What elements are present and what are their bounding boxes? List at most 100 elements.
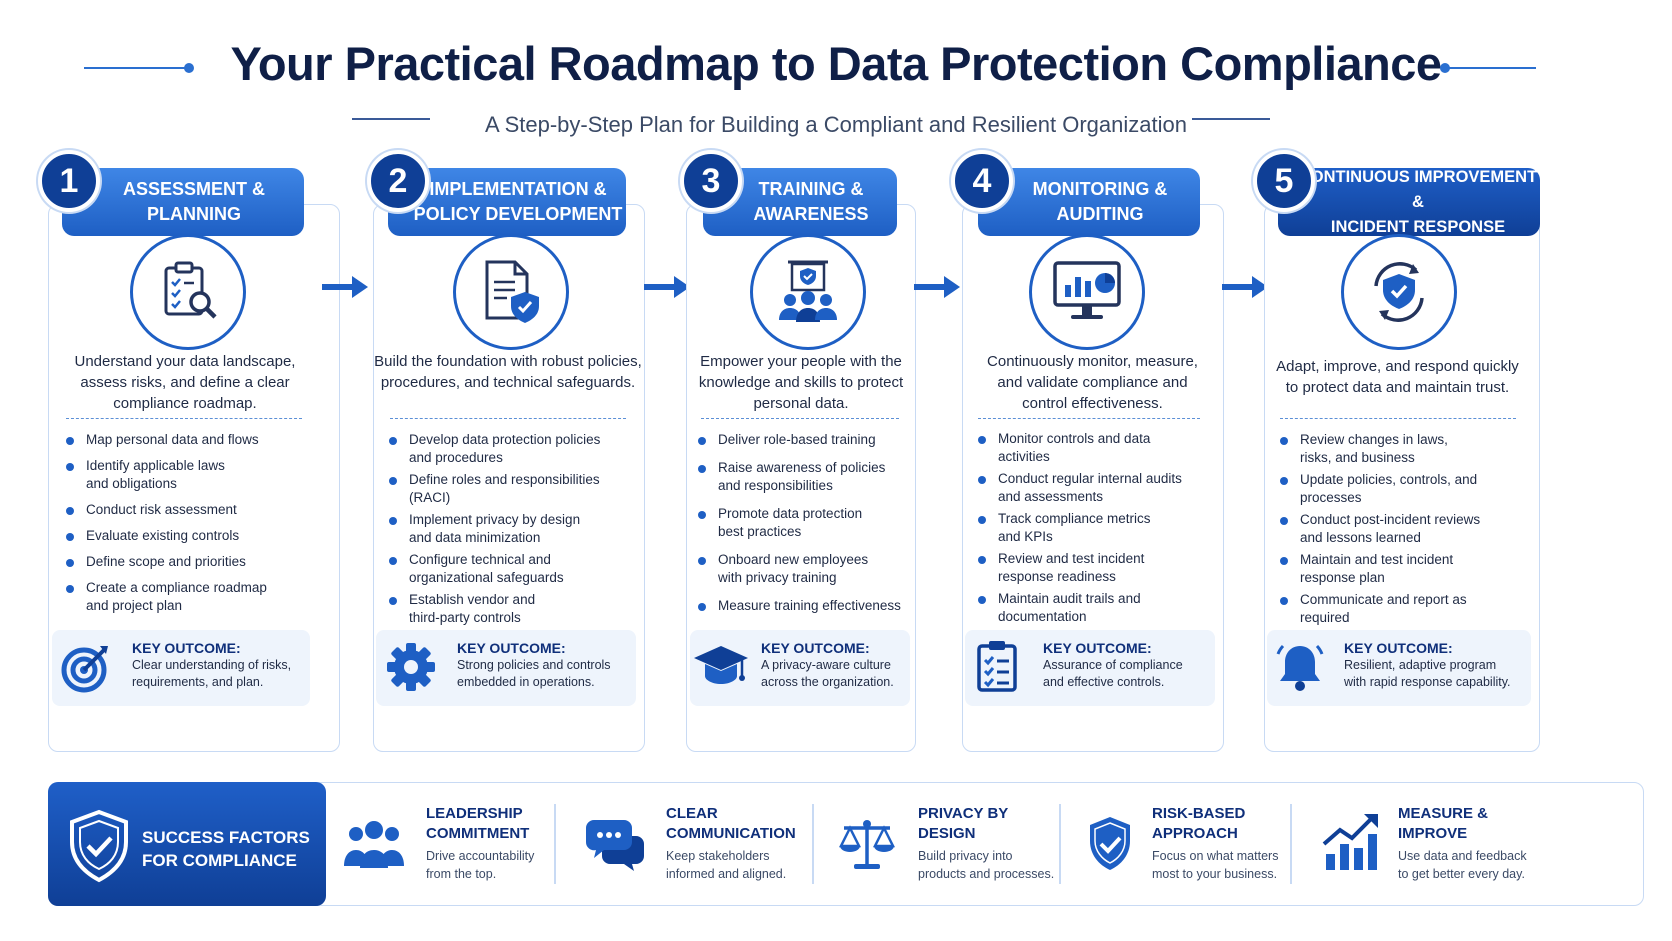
shield-cycle-icon (1341, 234, 1457, 350)
list-item: Configure technical and organizational s… (387, 551, 589, 587)
list-item: Conduct regular internal audits and asse… (976, 470, 1198, 506)
training-group-icon (750, 234, 866, 350)
key-outcome-3 (690, 630, 910, 706)
subtitle-rule-right (1192, 118, 1270, 120)
key-outcome-label-3: KEY OUTCOME: (761, 640, 870, 656)
list-item: Define scope and priorities (64, 553, 314, 571)
growth-chart-icon (1320, 810, 1382, 879)
page-title: Your Practical Roadmap to Data Protectio… (230, 37, 1442, 90)
factor-measure-improve: MEASURE & IMPROVE Use data and feedback … (1398, 805, 1527, 881)
step-badge-2: 2 (367, 150, 429, 212)
success-factors-header (48, 782, 326, 906)
key-outcome-label-2: KEY OUTCOME: (457, 640, 566, 656)
document-shield-icon (453, 234, 569, 350)
list-item: Map personal data and flows (64, 431, 314, 449)
title-dot-right (1440, 63, 1450, 73)
step-divider-2 (390, 418, 626, 419)
step-bullets-2: Develop data protection policies and pro… (387, 431, 612, 627)
step-header-3: TRAINING &AWARENESS (703, 168, 897, 236)
subtitle-rule-left (352, 118, 430, 120)
list-item: Onboard new employees with privacy train… (696, 551, 893, 587)
list-item: Identify applicable laws and obligations (64, 457, 246, 493)
list-item: Deliver role-based training (696, 431, 911, 449)
arrow-right-icon (322, 276, 368, 298)
factor-communication: CLEAR COMMUNICATION Keep stakeholders in… (666, 805, 796, 881)
step-bullets-4: Monitor controls and data activities Con… (976, 430, 1208, 626)
graduation-cap-icon (692, 642, 750, 695)
chat-bubbles-icon (584, 816, 646, 877)
step-divider-5 (1280, 418, 1516, 419)
shield-icon (1086, 814, 1134, 877)
bell-icon (1272, 640, 1328, 699)
list-item: Conduct risk assessment (64, 501, 314, 519)
clipboard-search-icon (130, 234, 246, 350)
list-item: Review changes in laws, risks, and busin… (1278, 431, 1460, 467)
factor-divider (812, 804, 814, 884)
title-rule-right (1446, 67, 1536, 69)
step-bullets-5: Review changes in laws, risks, and busin… (1278, 431, 1518, 627)
gear-icon (384, 640, 438, 699)
factor-leadership: LEADERSHIP COMMITMENT Drive accountabili… (426, 805, 535, 881)
step-badge-5: 5 (1253, 150, 1315, 212)
step-divider-4 (978, 418, 1200, 419)
arrow-right-icon (1222, 276, 1268, 298)
key-outcome-text-2: Strong policies and controls embedded in… (457, 658, 611, 689)
list-item: Measure training effectiveness (696, 597, 911, 615)
step-header-1: ASSESSMENT &PLANNING (62, 168, 304, 236)
list-item: Promote data protection best practices (696, 505, 883, 541)
list-item: Create a compliance roadmap and project … (64, 579, 286, 615)
step-description-5: Adapt, improve, and respond quickly to p… (1276, 358, 1519, 396)
arrow-right-icon (644, 276, 690, 298)
step-badge-3: 3 (680, 150, 742, 212)
list-item: Track compliance metrics and KPIs (976, 510, 1168, 546)
key-outcome-text-4: Assurance of compliance and effective co… (1043, 658, 1183, 689)
step-description-3: Empower your people with the knowledge a… (698, 353, 904, 412)
step-badge-4: 4 (951, 150, 1013, 212)
step-badge-1: 1 (38, 150, 100, 212)
key-outcome-text-1: Clear understanding of risks, requiremen… (132, 658, 292, 689)
list-item: Develop data protection policies and pro… (387, 431, 612, 467)
key-outcome-4 (965, 630, 1215, 706)
factor-divider (554, 804, 556, 884)
step-bullets-3: Deliver role-based training Raise awaren… (696, 431, 911, 615)
key-outcome-label-5: KEY OUTCOME: (1344, 640, 1453, 656)
list-item: Evaluate existing controls (64, 527, 314, 545)
key-outcome-text-5: Resilient, adaptive program with rapid r… (1344, 658, 1511, 689)
step-divider-3 (701, 418, 899, 419)
title-rule-left (84, 67, 188, 69)
step-description-1: Understand your data landscape, assess r… (74, 353, 296, 412)
list-item: Implement privacy by design and data min… (387, 511, 589, 547)
factor-privacy-by-design: PRIVACY BY DESIGN Build privacy into pro… (918, 805, 1055, 881)
list-item: Define roles and responsibilities (RACI) (387, 471, 612, 507)
list-item: Update policies, controls, and processes (1278, 471, 1500, 507)
people-icon (342, 818, 406, 877)
step-header-4: MONITORING &AUDITING (978, 168, 1200, 236)
target-icon (60, 640, 114, 699)
list-item: Maintain and test incident response plan (1278, 551, 1480, 587)
list-item: Communicate and report as required (1278, 591, 1470, 627)
key-outcome-label-4: KEY OUTCOME: (1043, 640, 1152, 656)
step-description-2: Build the foundation with robust policie… (374, 353, 642, 391)
list-item: Review and test incident response readin… (976, 550, 1168, 586)
arrow-right-icon (914, 276, 960, 298)
list-item: Conduct post-incident reviews and lesson… (1278, 511, 1500, 547)
step-description-4: Continuously monitor, measure, and valid… (987, 353, 1198, 412)
list-item: Monitor controls and data activities (976, 430, 1183, 466)
checklist-icon (974, 638, 1022, 699)
title-dot-left (184, 63, 194, 73)
key-outcome-text-3: A privacy-aware culture across the organ… (761, 658, 894, 689)
step-bullets-1: Map personal data and flows Identify app… (64, 431, 314, 615)
key-outcome-label-1: KEY OUTCOME: (132, 640, 241, 656)
factor-divider (1290, 804, 1292, 884)
step-divider-1 (66, 418, 302, 419)
factor-risk-based: RISK-BASED APPROACH Focus on what matter… (1152, 805, 1279, 881)
shield-check-icon (66, 808, 132, 889)
monitor-dashboard-icon (1029, 234, 1145, 350)
list-item: Maintain audit trails and documentation (976, 590, 1148, 626)
factor-divider (1059, 804, 1061, 884)
list-item: Establish vendor and third-party control… (387, 591, 549, 627)
scales-icon (836, 816, 898, 877)
step-header-5: CONTINUOUS IMPROVEMENT &INCIDENT RESPONS… (1278, 168, 1540, 236)
list-item: Raise awareness of policies and responsi… (696, 459, 898, 495)
